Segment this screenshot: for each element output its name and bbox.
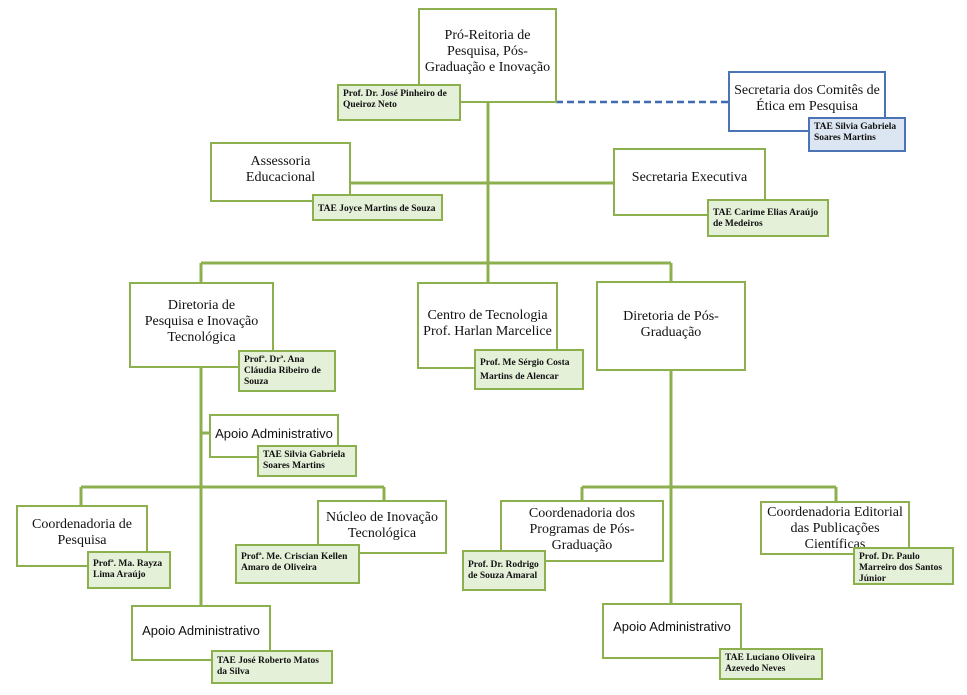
unit-title: Diretoria de Pesquisa e Inovação Tecnoló…	[144, 298, 259, 345]
unit-coord-editorial: Coordenadoria Editorial das Publicações …	[760, 501, 910, 555]
unit-diretoria-pesquisa: Diretoria de Pesquisa e Inovação Tecnoló…	[129, 282, 274, 368]
person-apoio-1: TAE Silvia Gabriela Soares Martins	[257, 445, 357, 477]
person-apoio-2: TAE José Roberto Matos da Silva	[211, 650, 333, 684]
unit-assessoria: Assessoria Educacional	[210, 142, 351, 202]
unit-title: Coordenadoria Editorial das Publicações …	[767, 505, 903, 552]
unit-diretoria-pos: Diretoria de Pós-Graduação	[596, 281, 746, 371]
unit-title: Coordenadoria dos Programas de Pós-Gradu…	[528, 506, 636, 553]
unit-secretaria-comites: Secretaria dos Comitês de Ética em Pesqu…	[728, 71, 886, 132]
person-coord-editorial: Prof. Dr. Paulo Marreiro dos Santos Júni…	[853, 547, 954, 585]
unit-title: Apoio Administrativo	[215, 426, 333, 441]
unit-apoio-3: Apoio Administrativo	[602, 603, 742, 659]
person-secretaria-executiva: TAE Carime Elias Araújo de Medeiros	[707, 199, 829, 237]
unit-title: Apoio Administrativo	[613, 619, 731, 634]
unit-title: Diretoria de Pós-Graduação	[623, 309, 719, 340]
person-secretaria-comites: TAE Silvia Gabriela Soares Martins	[808, 117, 906, 152]
unit-title: Apoio Administrativo	[142, 623, 260, 638]
unit-title: Secretaria Executiva	[631, 170, 748, 185]
person-apoio-3: TAE Luciano Oliveira Azevedo Neves	[719, 648, 823, 680]
unit-title: Pró-Reitoria de Pesquisa, Pós-Graduação …	[424, 28, 551, 75]
unit-title: Coordenadoria de Pesquisa	[32, 517, 132, 548]
person-coord-pesquisa: Profª. Ma. Rayza Lima Araújo	[87, 551, 171, 589]
person-nucleo-inovacao: Profª. Me. Criscian Kellen Amaro de Oliv…	[235, 544, 360, 584]
person-centro-tecnologia: Prof. Me Sérgio Costa Martins de Alencar	[474, 349, 584, 390]
unit-title: Centro de Tecnologia Prof. Harlan Marcel…	[423, 308, 552, 339]
unit-title: Assessoria Educacional	[245, 154, 316, 185]
person-diretoria-pesquisa: Profª. Drª. Ana Cláudia Ribeiro de Souza	[238, 350, 336, 392]
person-assessoria: TAE Joyce Martins de Souza	[312, 194, 443, 221]
person-pro-reitoria: Prof. Dr. José Pinheiro de Queiroz Neto	[337, 84, 461, 121]
person-coord-programas: Prof. Dr. Rodrigo de Souza Amaral	[462, 550, 546, 591]
unit-title: Núcleo de Inovação Tecnológica	[326, 510, 438, 541]
unit-title: Secretaria dos Comitês de Ética em Pesqu…	[734, 83, 880, 114]
